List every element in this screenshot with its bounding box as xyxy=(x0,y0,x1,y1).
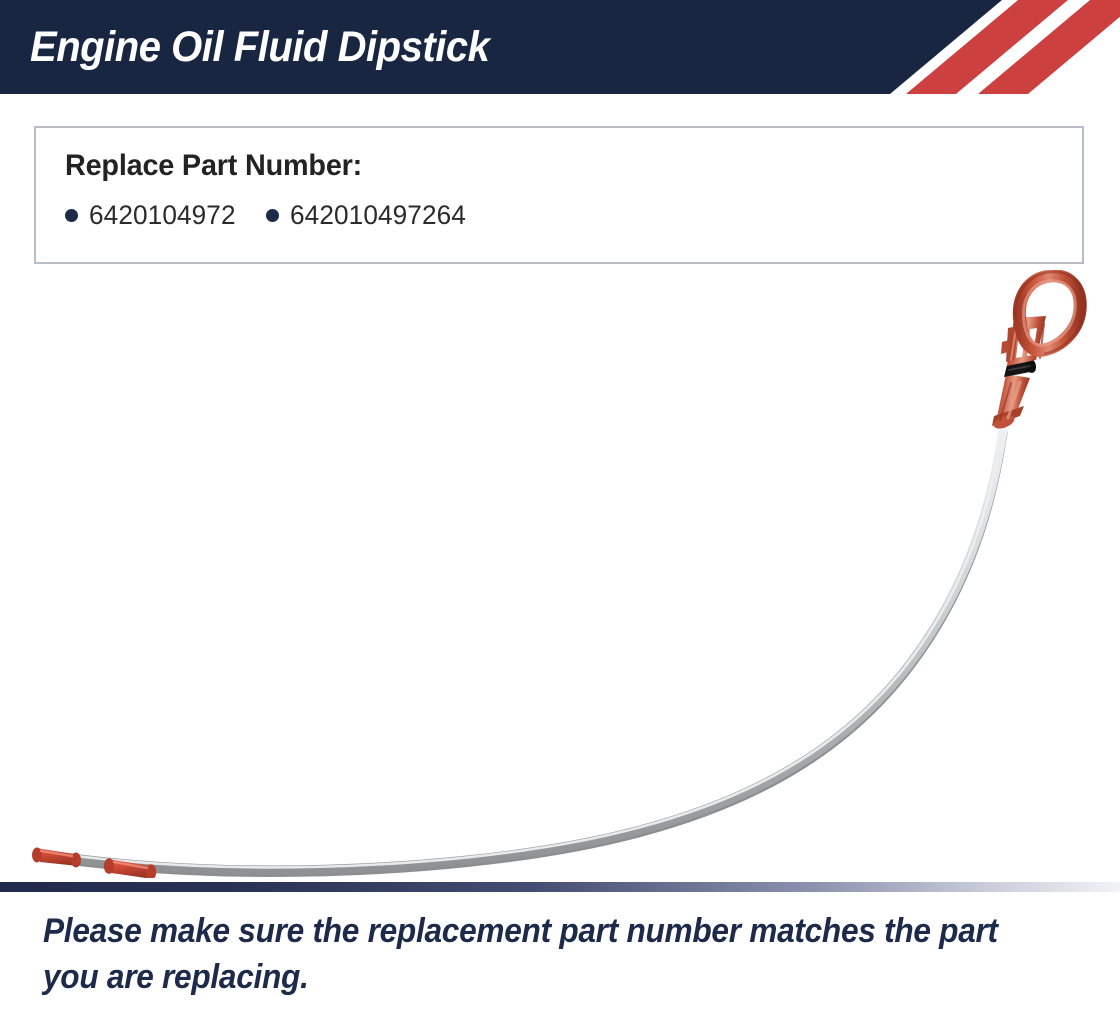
dipstick-handle-assembly xyxy=(992,270,1087,429)
dipstick-product-illustration xyxy=(32,270,1087,878)
replace-part-number-heading: Replace Part Number: xyxy=(65,149,363,182)
header-background-graphic xyxy=(0,0,1120,94)
handle-pull-loop xyxy=(1012,270,1087,357)
header-red-stripe-1 xyxy=(906,0,1068,94)
header-banner: Engine Oil Fluid Dipstick xyxy=(0,0,1120,94)
list-item: 642010497264 xyxy=(266,200,471,231)
part-number-list: 6420104972 642010497264 xyxy=(65,200,472,231)
page-title: Engine Oil Fluid Dipstick xyxy=(30,23,490,71)
list-item: 6420104972 xyxy=(65,200,240,231)
part-number-value: 6420104972 xyxy=(89,200,236,230)
part-number-value: 642010497264 xyxy=(290,200,467,230)
dipstick-rod xyxy=(37,425,1008,875)
bullet-icon xyxy=(65,209,78,222)
footer-divider xyxy=(0,882,1120,892)
header-red-stripe-2 xyxy=(978,0,1120,94)
bullet-icon xyxy=(266,209,280,222)
replace-part-number-box: Replace Part Number: 6420104972 64201049… xyxy=(34,126,1084,264)
dipstick-rod-shadow xyxy=(37,428,1008,878)
dipstick-tip-marker-outer xyxy=(32,847,81,868)
footer-note: Please make sure the replacement part nu… xyxy=(43,912,998,996)
handle-lower-ferrule xyxy=(992,374,1030,429)
header-navy-shape xyxy=(0,0,1002,94)
dipstick-tip-marker-inner xyxy=(103,858,157,878)
product-image-area xyxy=(0,270,1120,878)
dipstick-rod-highlight xyxy=(40,426,1004,869)
